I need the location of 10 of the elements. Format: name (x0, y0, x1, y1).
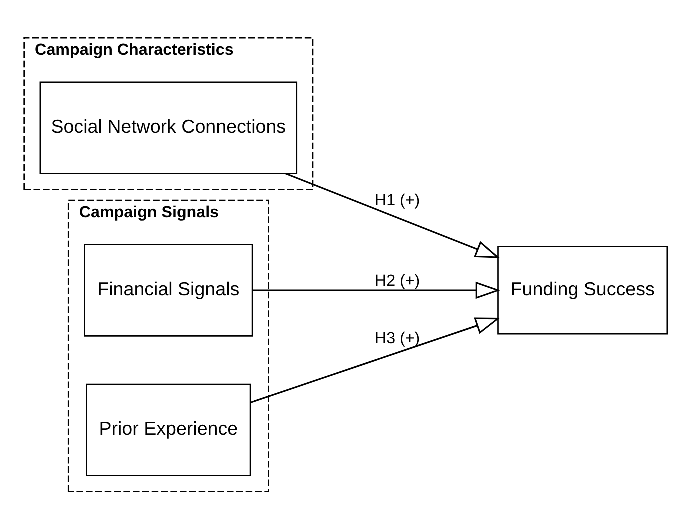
edge-label: H2 (+) (374, 272, 420, 290)
edge-label: H1 (+) (374, 191, 420, 210)
arrow (252, 282, 501, 300)
node-box: Prior Experience (86, 384, 252, 476)
node-box: Financial Signals (84, 244, 254, 337)
node-box: Funding Success (498, 246, 668, 335)
edge-label: H3 (+) (374, 330, 420, 348)
arrow (250, 318, 500, 404)
arrow (285, 173, 500, 258)
node-box: Social Network Connections (40, 82, 298, 174)
